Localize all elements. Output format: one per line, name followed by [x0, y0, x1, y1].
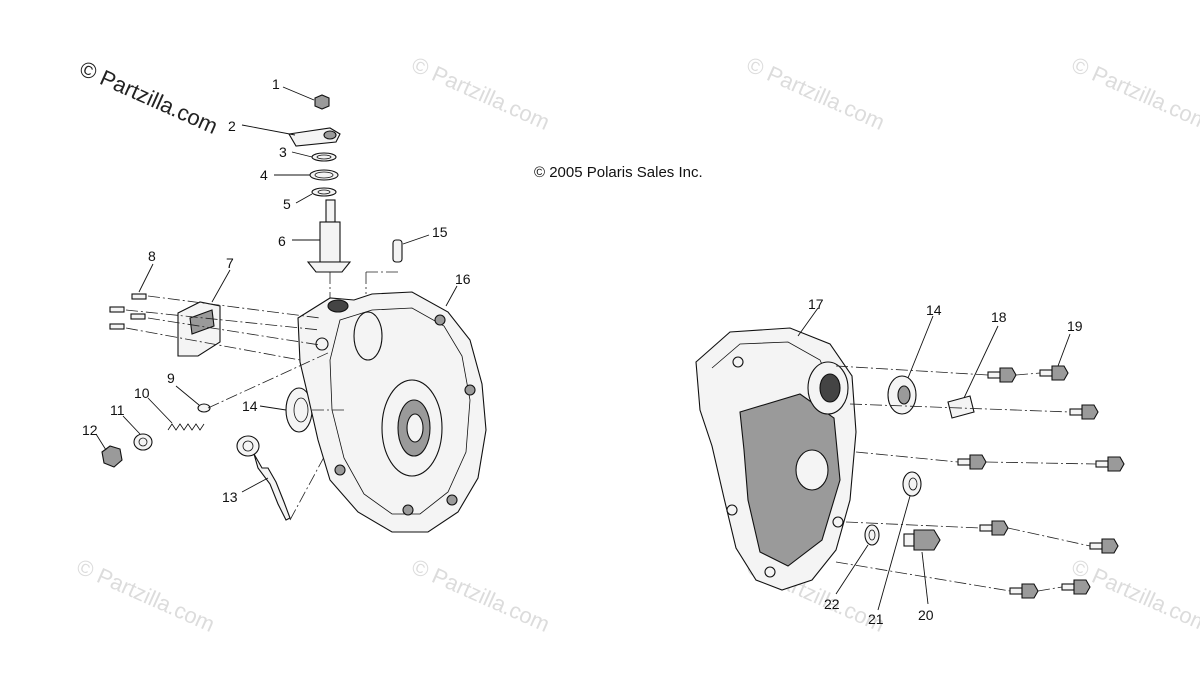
callout-19: 19 [1067, 318, 1083, 334]
callout-15: 15 [432, 224, 448, 240]
part-14-seal-left [259, 387, 313, 433]
part-4-washer [274, 169, 339, 181]
part-17-cover [695, 307, 857, 591]
callout-1: 1 [272, 76, 280, 92]
part-12-plug [95, 433, 123, 468]
part-16-housing [297, 285, 487, 533]
callout-14-left: 14 [242, 398, 258, 414]
callout-14-right: 14 [926, 302, 942, 318]
callout-16: 16 [455, 271, 471, 287]
callout-10: 10 [134, 385, 150, 401]
part-2-lever [241, 124, 341, 147]
watermark-2: © Partzilla.com [743, 52, 889, 135]
watermark-5: © Partzilla.com [408, 554, 554, 637]
part-9-plunger [175, 385, 211, 413]
callout-20: 20 [918, 607, 934, 623]
watermark-4: © Partzilla.com [73, 554, 219, 637]
callout-3: 3 [279, 144, 287, 160]
callout-2: 2 [228, 118, 236, 134]
partzilla-watermark: © Partzilla.com [76, 56, 222, 139]
right-assembly [695, 307, 1125, 611]
part-6-shaft [292, 199, 352, 273]
part-19-bolts [957, 333, 1125, 599]
callout-11: 11 [110, 402, 125, 418]
callout-labels: 1 2 3 4 5 6 7 8 9 10 11 12 13 14 15 16 1… [82, 76, 1083, 627]
part-3-washer [291, 151, 337, 162]
watermark-7: © Partzilla.com [1068, 554, 1200, 637]
part-18-label [947, 325, 999, 419]
callout-22: 22 [824, 596, 840, 612]
part-15-dowel [392, 234, 430, 263]
callout-5: 5 [283, 196, 291, 212]
callout-18: 18 [991, 309, 1007, 325]
part-10-spring [147, 397, 205, 431]
part-22-washer [835, 524, 880, 595]
callout-13: 13 [222, 489, 238, 505]
watermark-3: © Partzilla.com [1068, 52, 1200, 135]
left-assembly [95, 86, 487, 533]
callout-21: 21 [868, 611, 884, 627]
callout-7: 7 [226, 255, 234, 271]
watermark-1: © Partzilla.com [408, 52, 554, 135]
part-21-washer [877, 471, 922, 611]
callout-17: 17 [808, 296, 824, 312]
part-20-plug [903, 529, 941, 605]
part-5-washer [295, 187, 337, 204]
callout-6: 6 [278, 233, 286, 249]
callout-12: 12 [82, 422, 98, 438]
part-14-seal-right [887, 315, 934, 415]
part-7-sensor [177, 269, 231, 357]
part-8-screws [109, 263, 154, 330]
callout-8: 8 [148, 248, 156, 264]
part-13-dipstick [236, 435, 331, 521]
callout-4: 4 [260, 167, 268, 183]
part-1-nut [282, 86, 330, 110]
part-11-washer [122, 415, 153, 451]
copyright-text: © 2005 Polaris Sales Inc. [534, 164, 703, 181]
callout-9: 9 [167, 370, 175, 386]
